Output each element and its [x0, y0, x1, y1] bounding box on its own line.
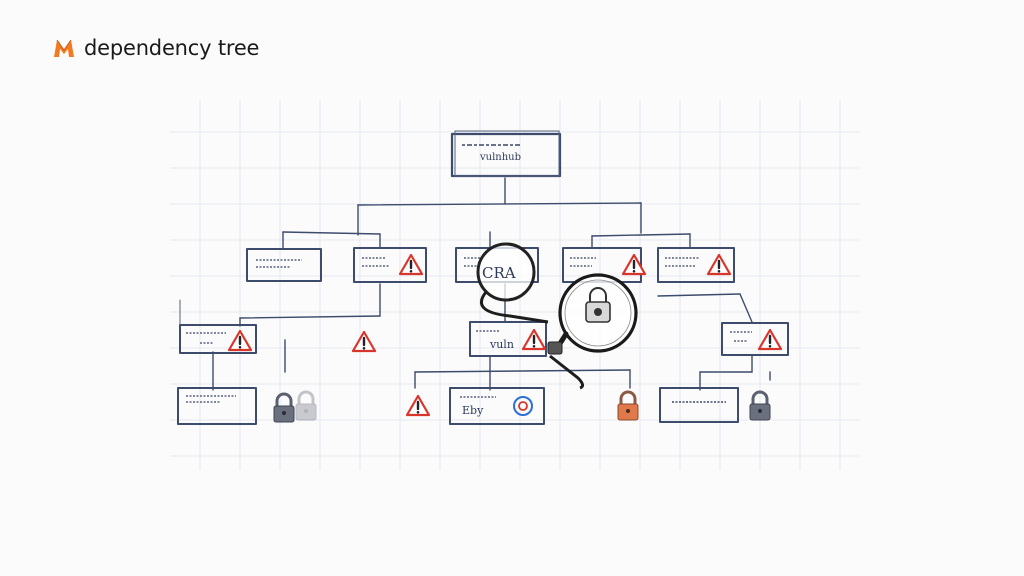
brand: dependency tree — [52, 36, 259, 60]
root-node-label: vulnhub — [479, 152, 521, 163]
magnifier-icon: CRA — [476, 242, 549, 324]
root-node[interactable]: vulnhub — [450, 130, 562, 178]
node-level2-1[interactable] — [246, 248, 322, 282]
warning-icon — [227, 329, 253, 352]
brand-title: dependency tree — [84, 36, 260, 60]
node-level3-2-label: vuln — [489, 338, 514, 351]
magnifier-text: CRA — [482, 264, 516, 282]
warning-icon — [706, 253, 732, 276]
padlock-icon — [294, 390, 318, 422]
warning-icon — [398, 253, 424, 276]
warning-icon — [757, 328, 783, 351]
padlock-icon — [585, 287, 611, 323]
node-level4-3[interactable] — [659, 387, 739, 423]
node-level4-2[interactable]: Eby — [449, 387, 545, 425]
warning-icon — [405, 394, 431, 417]
node-level3-2[interactable]: vuln — [469, 321, 547, 357]
node-level2-2[interactable] — [353, 247, 427, 283]
node-level3-1[interactable] — [179, 324, 257, 354]
padlock-icon — [616, 390, 640, 422]
shield-icon — [513, 396, 533, 416]
padlock-icon — [272, 392, 296, 424]
node-level4-2-label: Eby — [462, 404, 484, 417]
node-level3-3[interactable] — [721, 322, 789, 356]
brand-logo-icon — [54, 39, 74, 57]
tree-connectors — [179, 177, 771, 391]
node-level4-1[interactable] — [177, 387, 257, 425]
node-level2-5[interactable] — [657, 247, 735, 283]
warning-icon — [351, 330, 377, 353]
magnifier-icon — [547, 273, 638, 390]
warning-icon — [521, 328, 547, 351]
